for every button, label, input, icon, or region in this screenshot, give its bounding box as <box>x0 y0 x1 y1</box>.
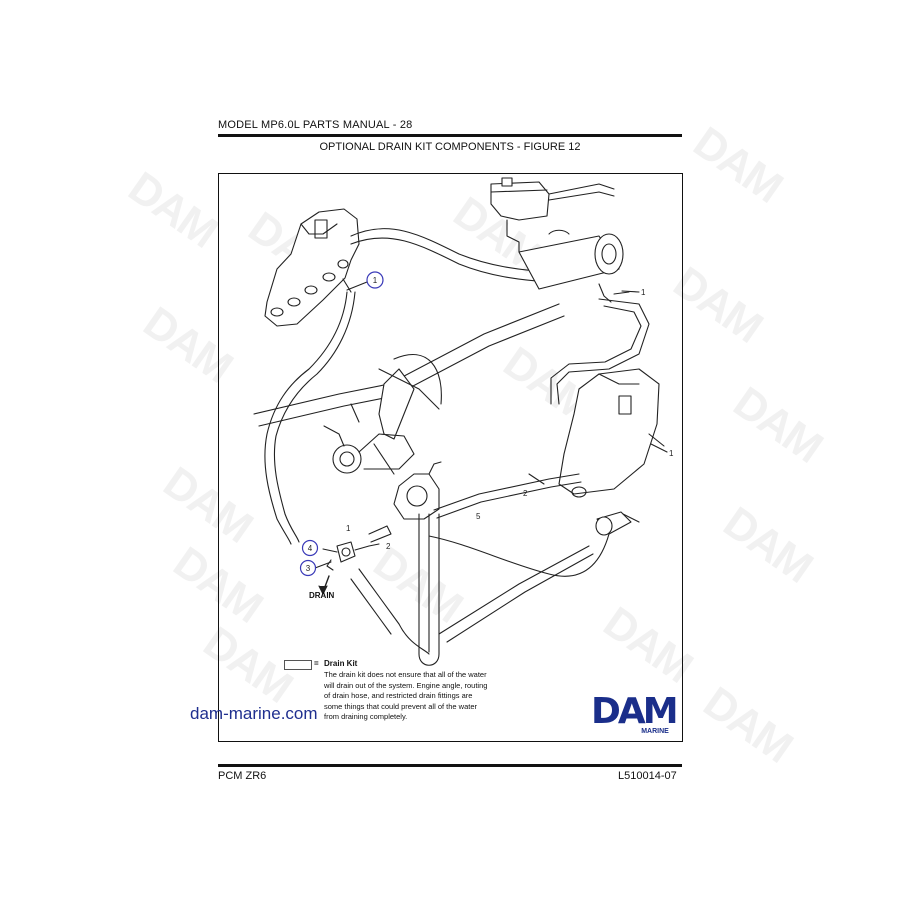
brand-mark: DAM <box>591 691 679 732</box>
figure-box: 1 4 3 1 1 1 2 2 5 DRAIN = Drain Kit The … <box>190 173 683 742</box>
watermark: DAM <box>694 677 801 772</box>
callout-circle <box>299 559 317 577</box>
part-label: 1 <box>641 288 646 297</box>
part-label: 2 <box>386 542 391 551</box>
part-label: 5 <box>476 512 481 521</box>
drain-label: DRAIN <box>309 591 335 600</box>
drain-kit-diagram: 1 4 3 1 1 1 2 2 5 DRAIN <box>253 177 674 666</box>
legend-title: Drain Kit <box>324 659 358 668</box>
legend-note: The drain kit does not ensure that all o… <box>324 670 488 721</box>
part-label: 2 <box>523 489 528 498</box>
drain-kit-legend-swatch <box>284 660 312 670</box>
brand-sub: MARINE <box>641 728 669 735</box>
watermark: DAM <box>714 497 821 592</box>
manual-title: MODEL MP6.0L PARTS MANUAL - 28 <box>218 119 413 131</box>
footer-model: PCM ZR6 <box>218 770 267 782</box>
watermark: DAM <box>119 162 226 257</box>
part-label: 1 <box>346 524 351 533</box>
callout-number: 1 <box>373 276 378 285</box>
legend-equals: = <box>314 659 319 668</box>
callout-number: 4 <box>308 544 313 553</box>
brand-logo: DAM MARINE <box>591 691 709 736</box>
site-link[interactable]: dam-marine.com <box>190 704 318 723</box>
part-label: 1 <box>669 449 674 458</box>
footer-rule <box>218 764 682 767</box>
watermark: DAM <box>724 377 831 472</box>
header-rule <box>218 134 682 137</box>
footer-doc-code: L510014-07 <box>618 770 677 782</box>
watermark: DAM <box>684 117 791 212</box>
callout-circle <box>301 539 319 557</box>
callout-circle <box>366 271 384 289</box>
callout-number: 3 <box>306 564 311 573</box>
figure-title: OPTIONAL DRAIN KIT COMPONENTS - FIGURE 1… <box>319 141 581 153</box>
